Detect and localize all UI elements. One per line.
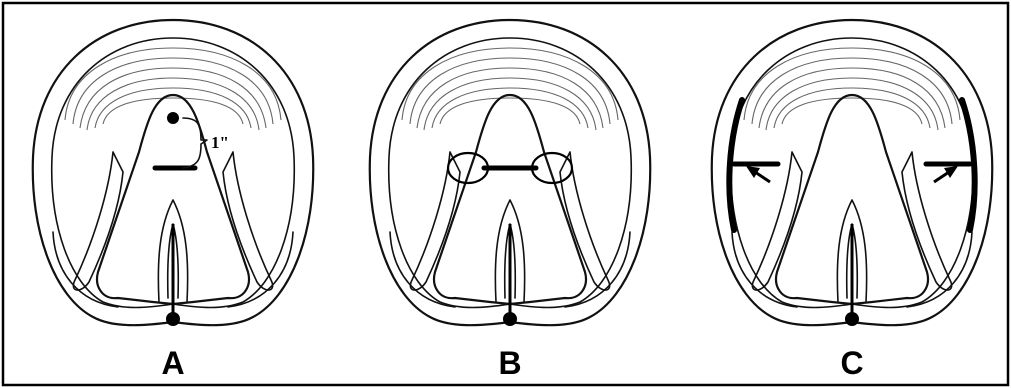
one-inch-annotation: 1"	[211, 133, 229, 152]
panel-label-b: B	[498, 345, 521, 381]
right-arrowhead-icon	[944, 166, 958, 178]
panel-a: 1"	[33, 20, 313, 326]
frog-apex-point	[167, 112, 179, 124]
figure-frame	[3, 3, 1008, 385]
panel-label-a: A	[161, 345, 184, 381]
left-arrowhead-icon	[746, 166, 760, 178]
panel-c	[712, 20, 992, 326]
panel-b	[370, 20, 650, 326]
one-inch-bracket	[183, 118, 207, 168]
panel-label-c: C	[840, 345, 863, 381]
